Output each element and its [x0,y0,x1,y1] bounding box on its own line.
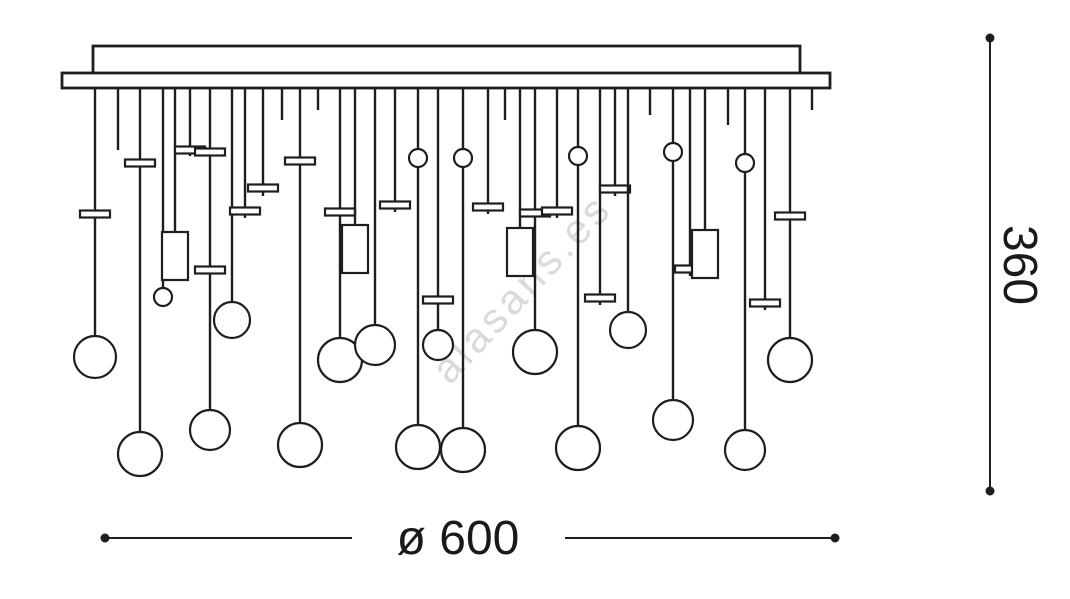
canopy-layer [60,44,832,90]
rod-cylinder-box [690,228,720,280]
pendant-sphere [394,423,442,471]
small-sphere [734,152,756,174]
rod-connector-bar [471,202,505,212]
rod-connector-bar [193,265,227,275]
rod-connector-bar [283,156,317,166]
pendant-sphere [554,424,602,472]
height-dimension: 360 [985,33,1046,496]
rod-connector-bar [246,183,280,193]
pendant-sphere [439,426,487,474]
height-dimension-top-dot [985,33,995,43]
height-dimension-bottom-dot [985,486,995,496]
pendant-sphere [608,310,648,350]
pendant-sphere [212,300,252,340]
small-sphere [407,147,429,169]
pendant-sphere [421,328,455,362]
rod-cylinder-box [505,226,535,278]
width-dimension-label: ø 600 [397,512,520,565]
pendant-sphere [116,430,164,478]
width-dimension-left-dot [100,533,110,543]
pendant-sphere [72,334,118,380]
small-sphere [662,141,684,163]
pendant-sphere [723,428,767,472]
canopy-plate [60,71,832,90]
pendant-sphere [188,408,232,452]
width-dimension: ø 600 [100,512,840,565]
rod-connector-bar [583,293,617,303]
pendant-sphere [651,398,695,442]
small-sphere [567,145,589,167]
small-sphere [452,147,474,169]
rod-connector-bar [421,295,455,305]
rod-connector-bar [598,184,632,194]
canopy-box [91,44,802,77]
height-dimension-label: 360 [993,225,1046,305]
rod-connector-bar [540,206,574,216]
rod-connector-bar [228,206,262,216]
rod-connector-bar [378,200,412,210]
rod-connector-bar [78,209,112,219]
pendant-sphere [353,323,397,367]
width-dimension-right-dot [830,533,840,543]
rod-connector-bar [323,207,357,217]
pendants-layer [72,88,814,478]
pendant-sphere [152,286,174,308]
pendant-sphere [511,328,559,376]
pendant-sphere [766,336,814,384]
pendant-sphere [276,421,324,469]
rod-connector-bar [773,211,807,221]
rod-connector-bar [193,147,227,157]
rod-connector-bar [123,158,157,168]
rod-cylinder-box [340,223,370,275]
rod-cylinder-box [160,230,190,282]
rod-connector-bar [748,298,782,308]
